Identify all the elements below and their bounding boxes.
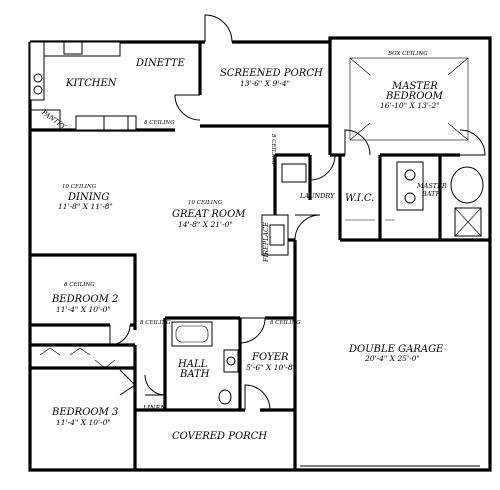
fireplace-block <box>261 214 289 256</box>
laundry-ceiling-note: 8 CEILING <box>270 134 276 165</box>
room-labels: KITCHEN DINETTE PANTRY 8 CEILING SCREENE… <box>39 51 446 442</box>
dining-ceiling-label: 10 CEILING <box>62 184 97 190</box>
dining-label: DINING <box>67 192 109 203</box>
double-garage-size: 20'-4" X 25'-0" <box>364 354 420 363</box>
master-bedroom-label-2: BEDROOM <box>385 91 444 102</box>
bath-fixtures <box>171 161 484 405</box>
master-bath-label-1: MASTER <box>416 182 447 190</box>
bedroom3-size: 11'-4" X 10'-0" <box>56 418 111 427</box>
great-room-size: 14'-8" X 21'-0" <box>178 220 233 229</box>
double-garage-label: DOUBLE GARAGE <box>348 344 444 355</box>
dining-size: 11'-8" X 11'-8" <box>58 202 113 211</box>
screened-porch-size: 13'-6" X 9'-4" <box>240 79 290 88</box>
bedroom2-label: BEDROOM 2 <box>51 294 118 305</box>
great-room-ceiling-label: 10 CEILING <box>188 200 223 206</box>
hall-bath-label-1: HALL <box>177 359 208 370</box>
kitchen-ceiling-note: 8 CEILING <box>144 120 175 126</box>
wic-label: W.I.C. <box>345 193 374 204</box>
bedroom2-ceiling-label: 8 CEILING <box>64 282 95 288</box>
interior-walls <box>30 38 490 470</box>
fireplace-label: FIREPLACE <box>262 222 270 263</box>
kitchen-fixtures <box>29 41 137 131</box>
master-bedroom-label-1: MASTER <box>391 81 438 92</box>
screened-porch-label: SCREENED PORCH <box>220 68 323 79</box>
bedroom2-size: 11'-4" X 10'-0" <box>56 305 111 314</box>
covered-porch-label: COVERED PORCH <box>172 431 267 442</box>
kitchen-label: KITCHEN <box>65 78 118 89</box>
master-bath-label-2: BATH <box>421 190 441 198</box>
hall-ceiling-note-right: 8 CEILING <box>270 320 301 326</box>
hall-ceiling-note-left: 8 CEILING <box>140 320 171 326</box>
dinette-label: DINETTE <box>135 58 186 69</box>
pantry-label: PANTRY <box>39 108 67 131</box>
door-swings <box>109 14 486 411</box>
foyer-size: 5'-6" X 10'-8" <box>246 363 296 372</box>
bedroom3-label: BEDROOM 3 <box>51 407 118 418</box>
hall-bath-label-2: BATH <box>179 369 210 380</box>
master-box-ceiling-label: BOX CEILING <box>387 51 428 57</box>
master-box-ceiling <box>349 57 469 141</box>
master-bedroom-size: 16'-10" X 13'-2" <box>380 101 440 110</box>
closet-shelves <box>39 219 395 369</box>
laundry-label: LAUNDRY <box>299 192 335 200</box>
linen-label: LINEN <box>142 404 166 412</box>
great-room-label: GREAT ROOM <box>172 209 246 220</box>
foyer-label: FOYER <box>251 352 289 363</box>
